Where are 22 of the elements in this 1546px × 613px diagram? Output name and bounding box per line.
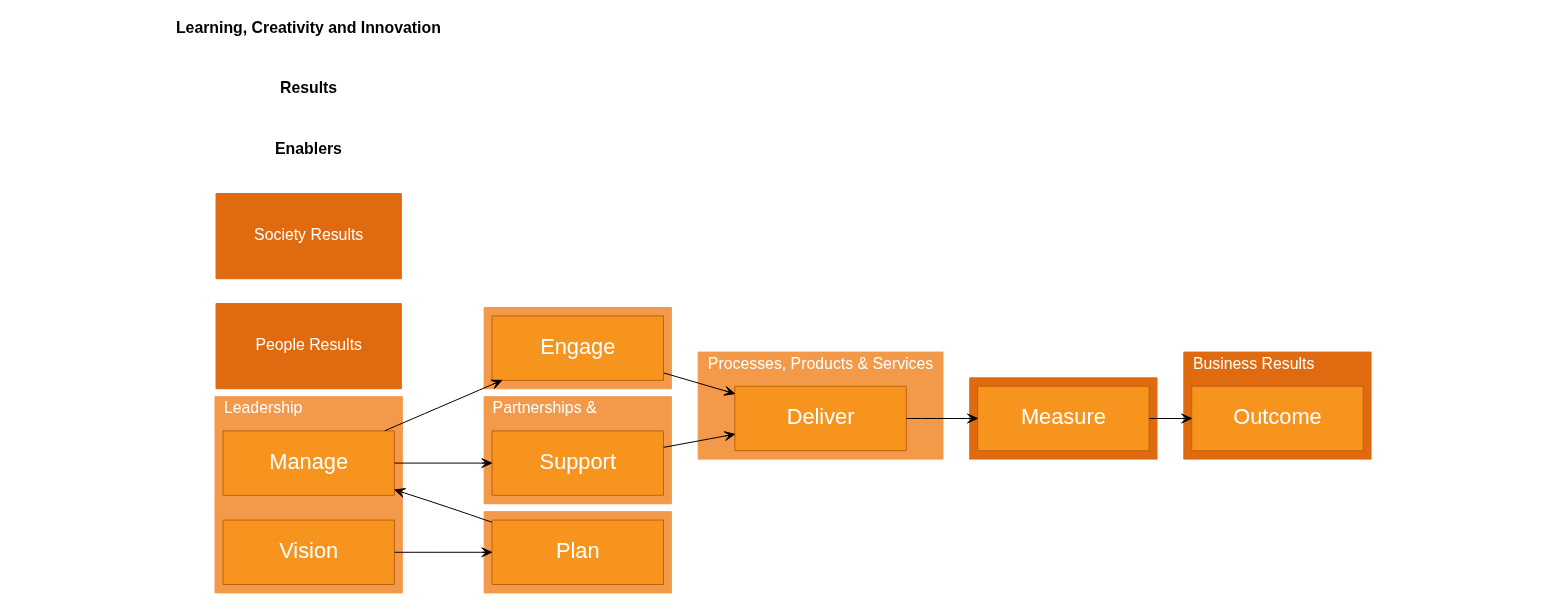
arrow (393, 547, 492, 558)
arrow (1148, 413, 1192, 424)
node-box: Deliver (733, 385, 907, 452)
node-box: Manage (221, 430, 395, 496)
label: Results (279, 79, 337, 97)
node-box: Support (491, 430, 664, 496)
arrow (393, 488, 492, 523)
arrow (383, 379, 502, 432)
node-box: Society Results (215, 193, 402, 280)
node-box: Measure (976, 385, 1150, 452)
node-box: Plan (491, 519, 664, 585)
cluster (483, 511, 672, 594)
node-box: People Results (215, 303, 402, 390)
node-box: Outcome (1190, 385, 1364, 452)
node-box: Vision (221, 519, 395, 585)
node-box: Engage (491, 315, 664, 381)
arrow (662, 431, 735, 448)
label: Enablers (274, 139, 342, 157)
arrow (662, 372, 735, 396)
arrow (393, 458, 492, 469)
label: Learning, Creativity and Innovation (175, 18, 441, 36)
arrow (905, 413, 978, 424)
